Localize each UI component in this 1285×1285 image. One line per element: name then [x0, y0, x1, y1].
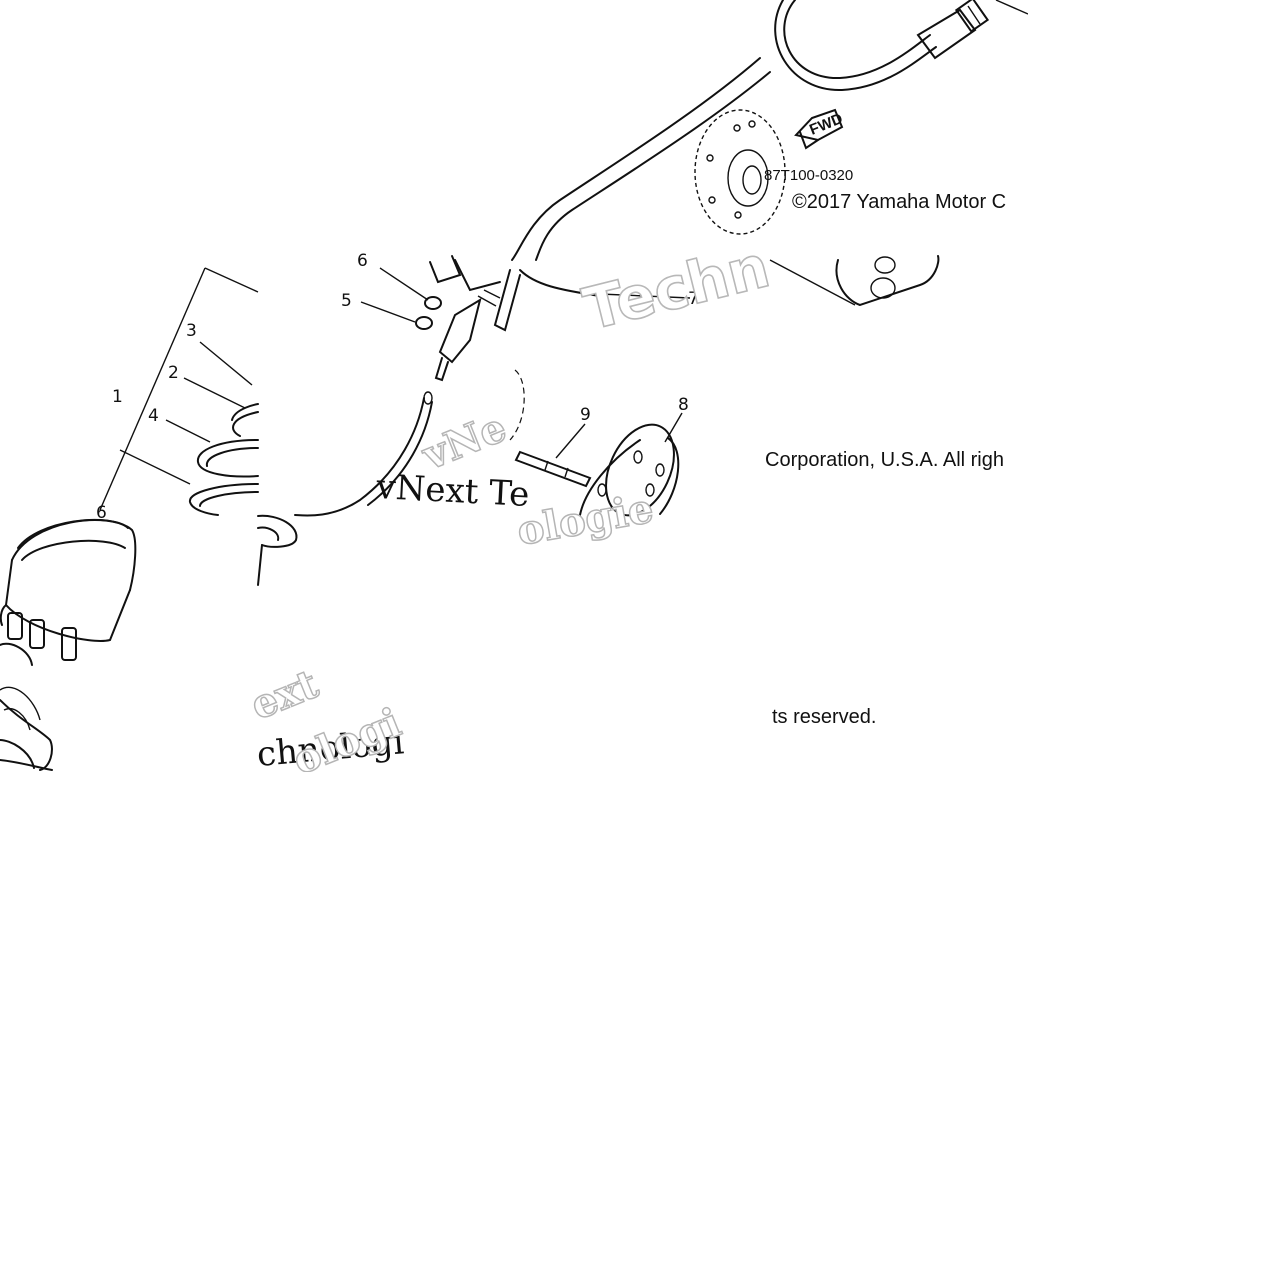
cable-end-fitting	[429, 255, 601, 382]
blank-tile	[0, 0, 258, 260]
callout-6: 6	[357, 251, 368, 271]
callout-3: 3	[186, 321, 197, 341]
watermark-fragment: vNext Te	[375, 467, 531, 515]
meter-face-ghost	[694, 109, 786, 235]
callout-7: 7	[688, 289, 699, 309]
svg-text:6: 6	[96, 503, 107, 523]
speedometer-cable	[511, 0, 1029, 261]
callout-1: 1	[112, 387, 123, 407]
wheel-hub-8	[579, 412, 683, 517]
callout-2: 2	[168, 363, 179, 383]
callout-9: 9	[580, 405, 591, 425]
callout-8: 8	[678, 395, 689, 415]
forward-arrow-icon: FWD	[794, 108, 845, 150]
washer-2	[231, 403, 259, 437]
leader-bracket	[99, 267, 259, 511]
gear-housing-7	[599, 255, 940, 307]
blank-region-bottom	[0, 772, 1285, 1285]
copyright-line-3: ts reserved.	[772, 706, 876, 728]
bolt-5	[360, 301, 433, 330]
inner-cable	[294, 391, 433, 517]
copyright-line-1: ©2017 Yamaha Motor C	[792, 191, 1006, 213]
callout-5: 5	[341, 291, 352, 311]
bolt-6	[379, 267, 442, 310]
copyright-line-2: Corporation, U.S.A. All righ	[765, 449, 1004, 471]
callout-4: 4	[148, 406, 159, 426]
part-code: 87T100-0320	[764, 167, 853, 184]
spring-4	[165, 419, 259, 516]
speedometer-body	[0, 518, 137, 771]
base-grommet: 6	[96, 503, 298, 586]
shaft-9	[509, 369, 592, 488]
